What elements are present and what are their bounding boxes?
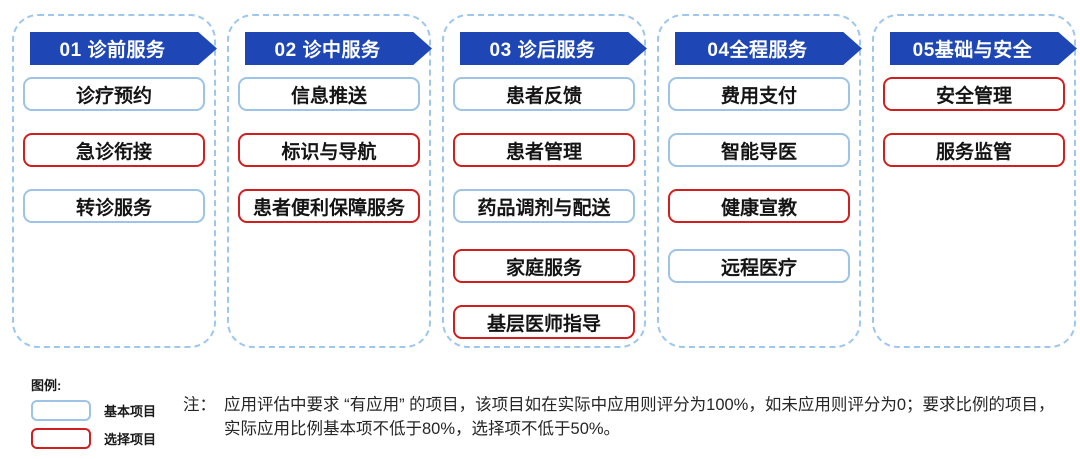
service-item-label: 基层医师指导	[486, 313, 601, 335]
column-header-arrow: 02 诊中服务	[245, 32, 432, 65]
column-header-label: 05基础与安全	[912, 40, 1033, 61]
column-whole-process: 04全程服务 费用支付 智能导医 健康宣教 远程医疗	[657, 14, 862, 348]
service-item-label: 患者便利保障服务	[252, 197, 405, 219]
service-item: 费用支付	[668, 77, 850, 111]
service-item-label: 安全管理	[935, 85, 1012, 107]
column-header-arrow: 01 诊前服务	[30, 32, 217, 65]
legend-entry-label: 基本项目	[104, 404, 157, 419]
basic-item-swatch	[31, 400, 91, 421]
service-item-label: 转诊服务	[75, 197, 152, 219]
service-item: 药品调剂与配送	[453, 189, 635, 223]
service-item: 安全管理	[883, 77, 1065, 111]
service-item: 信息推送	[238, 77, 420, 111]
service-item-label: 服务监管	[935, 141, 1012, 163]
service-item: 家庭服务	[453, 249, 635, 283]
service-item: 急诊衔接	[23, 133, 205, 167]
service-item: 智能导医	[668, 133, 850, 167]
service-item-label: 家庭服务	[505, 257, 582, 279]
note-text: 应用评估中要求 “有应用” 的项目，该项目如在实际中应用则评分为100%，如未应…	[224, 393, 1055, 441]
column-foundation-security: 05基础与安全 安全管理 服务监管	[872, 14, 1077, 348]
service-item: 基层医师指导	[453, 305, 635, 339]
legend-entry-label: 选择项目	[104, 432, 157, 447]
service-item-label: 药品调剂与配送	[477, 197, 611, 219]
service-item-label: 信息推送	[290, 85, 367, 107]
service-item: 诊疗预约	[23, 77, 205, 111]
service-item-label: 标识与导航	[281, 141, 377, 163]
column-in-diagnosis: 02 诊中服务 信息推送 标识与导航 患者便利保障服务	[227, 14, 432, 348]
column-header-label: 04全程服务	[707, 40, 808, 61]
scoring-note: 注： 应用评估中要求 “有应用” 的项目，该项目如在实际中应用则评分为100%，…	[183, 393, 1055, 441]
service-item: 远程医疗	[668, 249, 850, 283]
service-item-label: 智能导医	[720, 141, 797, 163]
service-item: 健康宣教	[668, 189, 850, 223]
service-item: 服务监管	[883, 133, 1065, 167]
service-item-label: 费用支付	[720, 85, 797, 107]
column-header-label: 03 诊后服务	[489, 40, 596, 61]
column-post-diagnosis: 03 诊后服务 患者反馈 患者管理 药品调剂与配送 家庭服务 基层医师指导	[442, 14, 647, 348]
service-item-label: 远程医疗	[720, 257, 797, 279]
legend: 图例: 基本项目 选择项目	[31, 375, 156, 456]
service-item-label: 急诊衔接	[75, 141, 152, 163]
service-item-label: 诊疗预约	[75, 85, 152, 107]
service-item-label: 患者管理	[505, 141, 582, 163]
service-item: 患者便利保障服务	[238, 189, 420, 223]
service-item-label: 患者反馈	[505, 85, 582, 107]
service-item: 患者管理	[453, 133, 635, 167]
column-header-label: 02 诊中服务	[274, 40, 381, 61]
column-header-label: 01 诊前服务	[59, 40, 166, 61]
service-item: 标识与导航	[238, 133, 420, 167]
note-prefix: 注：	[183, 396, 216, 414]
column-pre-diagnosis: 01 诊前服务 诊疗预约 急诊衔接 转诊服务	[12, 14, 217, 348]
note-line: 实际应用比例基本项不低于80%，选择项不低于50%。	[224, 420, 621, 438]
legend-entry-basic: 基本项目	[31, 400, 156, 421]
service-item: 患者反馈	[453, 77, 635, 111]
service-item: 转诊服务	[23, 189, 205, 223]
legend-entry-optional: 选择项目	[31, 428, 156, 449]
service-item-label: 健康宣教	[720, 197, 797, 219]
note-line: 应用评估中要求 “有应用” 的项目，该项目如在实际中应用则评分为100%，如未应…	[224, 396, 1055, 414]
service-columns-board: 01 诊前服务 诊疗预约 急诊衔接 转诊服务 02 诊中服务 信息推送 标识与导…	[12, 14, 1077, 348]
column-header-arrow: 05基础与安全	[890, 32, 1077, 65]
column-header-arrow: 03 诊后服务	[460, 32, 647, 65]
legend-title: 图例:	[31, 378, 62, 393]
column-header-arrow: 04全程服务	[675, 32, 862, 65]
optional-item-swatch	[31, 428, 91, 449]
